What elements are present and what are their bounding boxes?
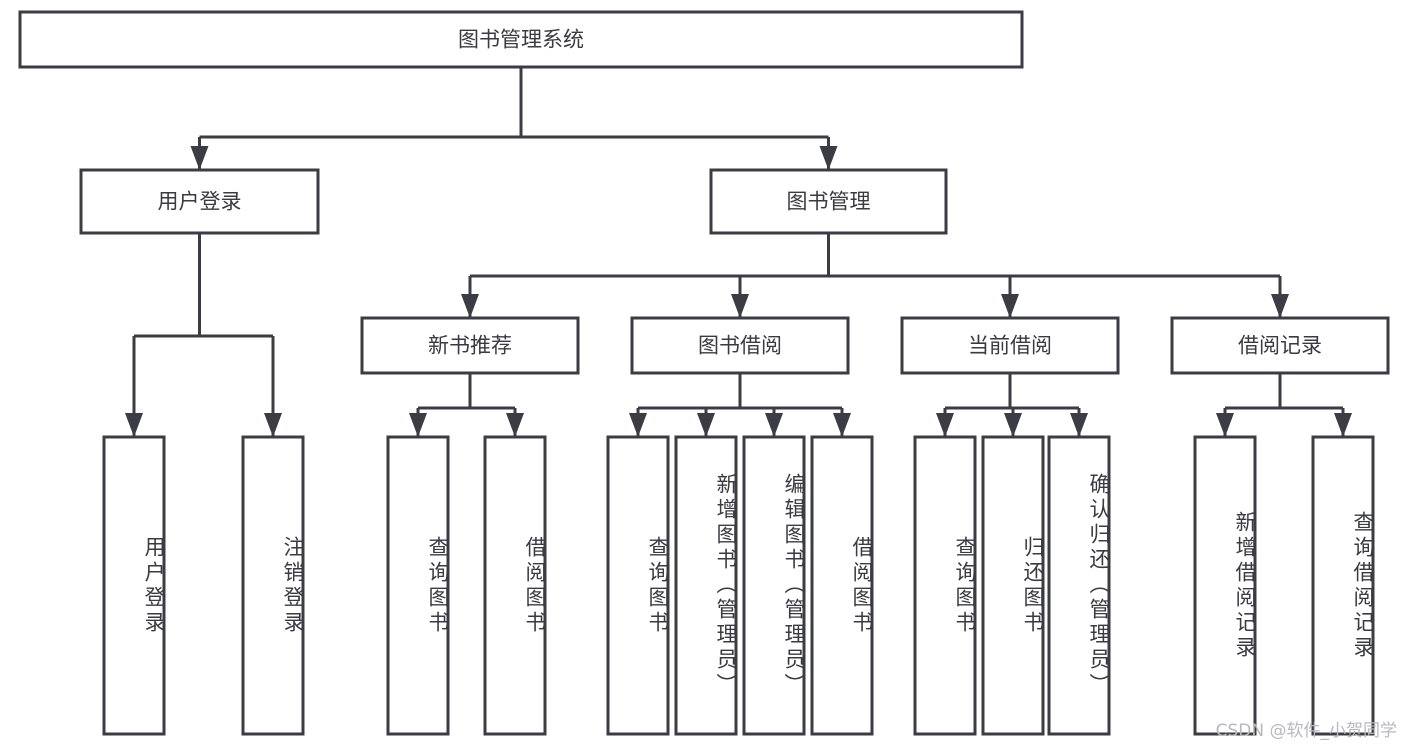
node-box-layer bbox=[18, 10, 1390, 736]
node-box-leaf-borrow-book-2[interactable] bbox=[810, 435, 874, 736]
arrow-head-icon-borrow-record bbox=[1271, 294, 1289, 318]
node-box-leaf-add-record[interactable] bbox=[1193, 435, 1257, 736]
arrow-head-icon-leaf-logout bbox=[264, 413, 282, 437]
node-label-new-book-recommend: 新书推荐 bbox=[428, 334, 512, 358]
node-label-current-borrow: 当前借阅 bbox=[968, 334, 1052, 358]
arrow-head-icon-book-borrow bbox=[731, 294, 749, 318]
node-box-leaf-logout[interactable] bbox=[241, 435, 305, 736]
arrow-head-icon-book-manage bbox=[819, 146, 838, 170]
connector-layer bbox=[125, 67, 1352, 437]
node-box-leaf-edit-book[interactable] bbox=[742, 435, 806, 736]
arrow-head-icon-new-book-recommend bbox=[461, 294, 479, 318]
node-box-leaf-query-book-1[interactable] bbox=[386, 435, 450, 736]
node-box-leaf-add-book[interactable] bbox=[674, 435, 738, 736]
node-box-leaf-query-book-2[interactable] bbox=[606, 435, 670, 736]
node-box-leaf-confirm-return[interactable] bbox=[1047, 435, 1111, 736]
node-label-user-login: 用户登录 bbox=[158, 190, 242, 214]
arrow-head-icon-leaf-query-book-1 bbox=[409, 413, 427, 437]
arrow-head-icon-leaf-borrow-book-2 bbox=[833, 413, 851, 437]
node-box-root[interactable] bbox=[18, 10, 1024, 69]
arrow-head-icon-leaf-query-book-2 bbox=[629, 413, 647, 437]
node-box-current-borrow[interactable] bbox=[900, 316, 1120, 375]
node-box-new-book-recommend[interactable] bbox=[360, 316, 580, 375]
node-box-leaf-query-record[interactable] bbox=[1311, 435, 1375, 736]
arrow-head-icon-leaf-user-login bbox=[125, 413, 143, 437]
watermark: CSDN @软件_小贺同学 bbox=[1215, 721, 1397, 741]
node-label-borrow-record: 借阅记录 bbox=[1238, 334, 1322, 358]
node-box-leaf-return-book[interactable] bbox=[981, 435, 1045, 736]
arrow-head-icon-leaf-borrow-book-1 bbox=[506, 413, 524, 437]
node-box-leaf-user-login[interactable] bbox=[102, 435, 166, 736]
arrow-head-icon-leaf-query-book-3 bbox=[936, 413, 954, 437]
node-box-borrow-record[interactable] bbox=[1170, 316, 1390, 375]
arrow-head-icon-leaf-add-book bbox=[697, 413, 715, 437]
arrow-head-icon-leaf-confirm-return bbox=[1070, 413, 1088, 437]
node-box-book-manage[interactable] bbox=[709, 168, 948, 235]
node-box-book-borrow[interactable] bbox=[630, 316, 850, 375]
node-label-book-borrow: 图书借阅 bbox=[698, 334, 782, 358]
arrow-head-icon-leaf-query-record bbox=[1334, 413, 1352, 437]
node-label-book-manage: 图书管理 bbox=[787, 190, 871, 214]
arrow-head-icon-leaf-add-record bbox=[1216, 413, 1234, 437]
node-box-leaf-query-book-3[interactable] bbox=[913, 435, 977, 736]
arrow-head-icon-user-login bbox=[190, 146, 209, 170]
arrow-head-icon-current-borrow bbox=[1001, 294, 1019, 318]
node-box-user-login[interactable] bbox=[79, 168, 320, 235]
arrow-head-icon-leaf-return-book bbox=[1004, 413, 1022, 437]
node-box-leaf-borrow-book-1[interactable] bbox=[483, 435, 547, 736]
node-label-root: 图书管理系统 bbox=[458, 28, 584, 52]
arrow-head-icon-leaf-edit-book bbox=[765, 413, 783, 437]
